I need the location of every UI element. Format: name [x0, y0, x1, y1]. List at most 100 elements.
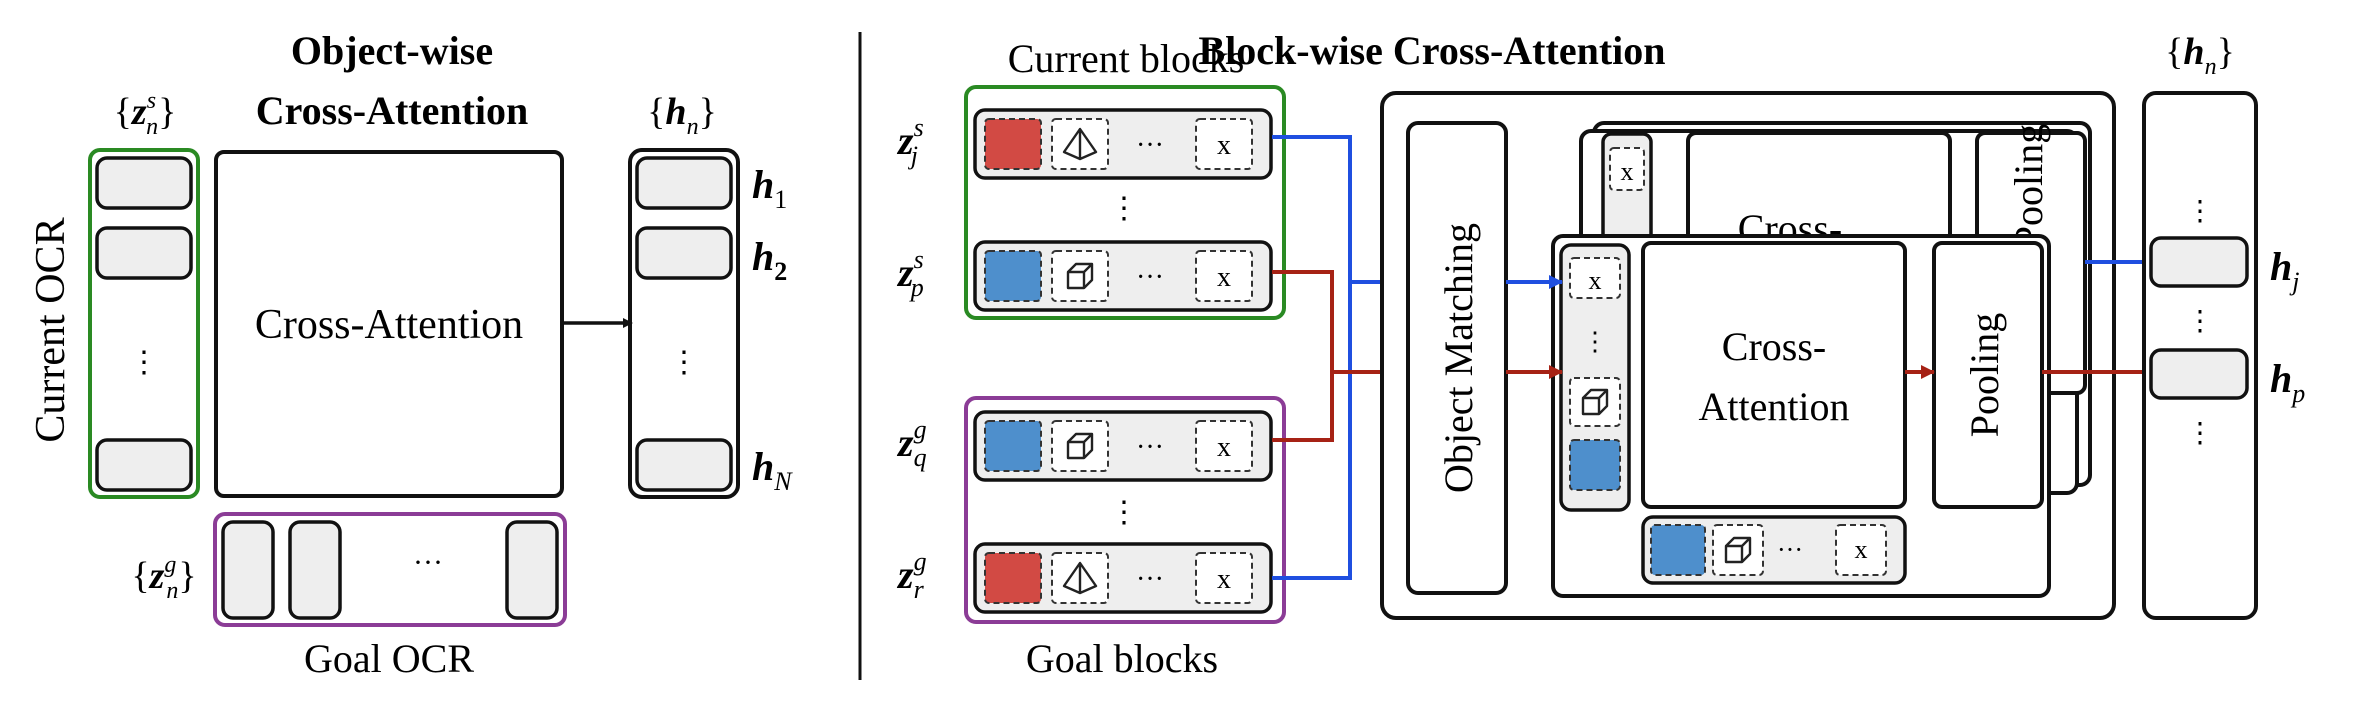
current-slot: [95, 156, 193, 210]
output-label-hN: hN: [752, 444, 793, 496]
vertical-dots: ⋮: [1582, 327, 1608, 356]
goal-blocks-label: Goal blocks: [1026, 636, 1218, 681]
hn-base: h: [665, 91, 686, 133]
current-ocr-label: Current OCR: [28, 217, 74, 442]
goal-ocr-row: [213, 512, 567, 627]
output-slot: [635, 438, 733, 492]
zg-base: z: [148, 555, 165, 597]
blue-connector: [1272, 135, 1352, 580]
row-cube-token: [1712, 524, 1764, 576]
pooling-label: Pooling: [1962, 313, 2007, 437]
horizontal-dots: ···: [1136, 432, 1164, 463]
object-matching-label: Object Matching: [1436, 223, 1481, 493]
cross-attention-label-line2: Attention: [1698, 384, 1849, 429]
object-wise-title-line2: Cross-Attention: [256, 88, 529, 133]
current-blocks-label: Current blocks: [1008, 36, 1245, 81]
output-column: [628, 148, 740, 499]
goal-blocks-group: [964, 396, 1286, 624]
vertical-dots: ⋮: [1109, 496, 1139, 529]
vertical-dots: ⋮: [669, 346, 699, 379]
zs-base: z: [130, 91, 147, 133]
back-pooling-label: Pooling: [2006, 124, 2051, 248]
zg-sup: g: [164, 552, 176, 578]
shape-token: [1051, 420, 1109, 472]
cross-attention-box-front: [1641, 241, 1907, 509]
x-token: [1195, 250, 1253, 302]
horizontal-dots: ···: [413, 546, 443, 579]
goal-slot: [288, 520, 342, 620]
front-x-token: [1569, 257, 1621, 299]
current-slot: [95, 438, 193, 492]
front-cube-token: [1569, 377, 1621, 427]
x-token: [1195, 552, 1253, 604]
color-token: [984, 420, 1042, 472]
hn-set-label-right: {hn}: [2165, 31, 2235, 80]
zs-sup: s: [147, 88, 156, 114]
object-matching-box: [1406, 121, 1508, 595]
hn-set-label: {hn}: [647, 91, 717, 140]
back-x-token-label: x: [1621, 157, 1634, 186]
x-token: [1195, 420, 1253, 472]
output-label-h1: h1: [752, 162, 787, 214]
goal-slot: [221, 520, 275, 620]
current-slot: [95, 226, 193, 280]
zg-sub: n: [166, 578, 178, 604]
cross-attention-label: Cross-Attention: [255, 302, 523, 348]
color-token: [984, 552, 1042, 604]
cross-attention-label-line1: Cross-: [1722, 324, 1826, 369]
current-ocr-column: [88, 148, 200, 499]
x-token: [1195, 118, 1253, 170]
front-x-token-label: x: [1589, 266, 1602, 295]
color-token: [984, 250, 1042, 302]
zs-sub: n: [146, 114, 158, 140]
row-blue-token: [1650, 524, 1706, 576]
x-token-label: x: [1217, 262, 1231, 293]
output-label-hp: hp: [2270, 356, 2305, 408]
vertical-dots: ⋮: [2186, 196, 2214, 227]
output-slot-p: [2149, 348, 2249, 400]
current-blocks-group: [964, 85, 1286, 320]
goal-ocr-label: Goal OCR: [304, 636, 474, 681]
row-x-token: [1835, 524, 1887, 576]
row-x-token-label: x: [1855, 535, 1868, 564]
horizontal-dots: ···: [1136, 564, 1164, 595]
front-blue-token: [1569, 439, 1621, 491]
vertical-dots: ⋮: [2186, 306, 2214, 337]
horizontal-dots: ···: [1136, 262, 1164, 293]
output-slot: [635, 226, 733, 280]
shape-token: [1051, 250, 1109, 302]
object-wise-title-line1: Object-wise: [291, 28, 493, 73]
x-token-label: x: [1217, 564, 1231, 595]
output-slot: [635, 156, 733, 210]
color-token: [984, 118, 1042, 170]
output-label-h2: h2: [752, 234, 787, 286]
x-token-label: x: [1217, 130, 1231, 161]
horizontal-dots: ···: [1136, 130, 1164, 161]
vertical-dots: ⋮: [2186, 418, 2214, 449]
back-x-token: [1609, 147, 1645, 191]
hn-sub: n: [687, 114, 699, 140]
red-connector: [1272, 270, 1334, 442]
vertical-dots: ⋮: [1109, 192, 1139, 225]
block-wise-title: Block-wise Cross-Attention: [1198, 28, 1665, 73]
block-wise-panel: Current blocks Block-wise Cross-Attentio…: [896, 28, 2305, 681]
output-slot-j: [2149, 236, 2249, 288]
horizontal-dots: ···: [1777, 535, 1803, 564]
output-label-hj: hj: [2270, 244, 2299, 296]
goal-slot: [505, 520, 559, 620]
vertical-dots: ⋮: [129, 346, 159, 379]
x-token-label: x: [1217, 432, 1231, 463]
